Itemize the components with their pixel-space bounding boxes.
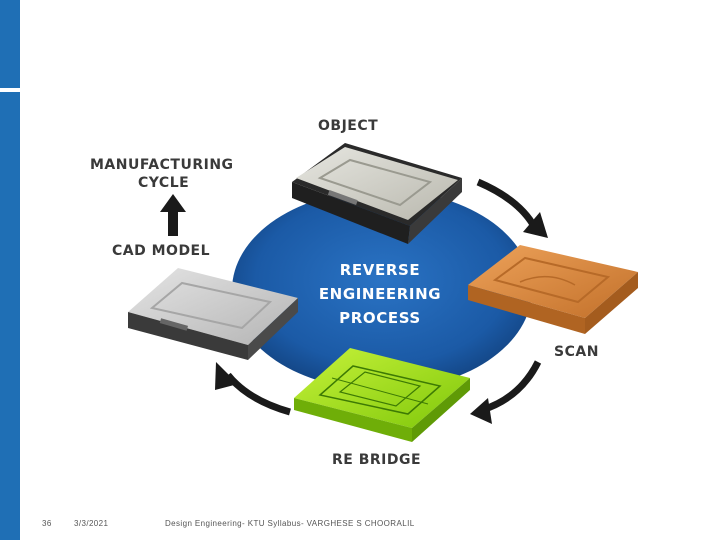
object-label: OBJECT <box>318 118 379 134</box>
laptop-rebridge-icon <box>294 348 470 442</box>
re-bridge-label: RE BRIDGE <box>332 452 422 468</box>
arrow-head-icon <box>523 212 548 238</box>
manufacturing-cycle-label-line2: CYCLE <box>138 175 190 191</box>
arrow-head-icon <box>215 362 238 390</box>
page-number: 36 <box>42 519 52 528</box>
center-disc <box>232 190 532 390</box>
laptop-cad-icon <box>128 268 298 360</box>
arrow-head-icon <box>470 398 492 424</box>
up-arrow-icon <box>160 194 186 236</box>
laptop-object-icon <box>292 143 462 244</box>
footer-credit: Design Engineering- KTU Syllabus- VARGHE… <box>165 519 415 528</box>
cad-model-label: CAD MODEL <box>112 243 211 259</box>
side-accent-bar-top <box>0 0 20 88</box>
laptop-scan-icon <box>468 245 638 334</box>
manufacturing-cycle-label-line1: MANUFACTURING <box>90 157 234 173</box>
center-title-line: ENGINEERING <box>318 285 442 303</box>
scan-label: SCAN <box>554 344 599 360</box>
center-title-line: REVERSE <box>339 261 421 279</box>
footer-date: 3/3/2021 <box>74 519 109 528</box>
center-title: REVERSE ENGINEERING PROCESS <box>300 258 460 330</box>
center-title-line: PROCESS <box>339 309 421 327</box>
side-accent-bar-bottom <box>0 92 20 540</box>
